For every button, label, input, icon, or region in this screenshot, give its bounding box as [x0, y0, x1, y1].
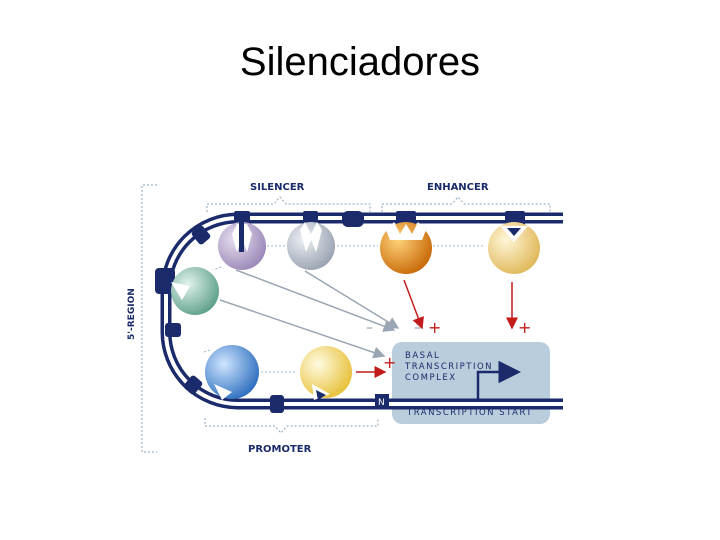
plus-sign-2: +	[518, 318, 531, 337]
promoter-protein-1	[205, 345, 259, 400]
dna-binding-sites	[155, 211, 525, 413]
enhancer-protein-2	[488, 222, 540, 274]
basal-label-line1: BASAL	[405, 351, 440, 361]
transcription-start-arrow	[476, 360, 521, 400]
corner-protein	[171, 267, 219, 315]
enhancer-bracket	[381, 196, 551, 212]
region-bracket	[141, 184, 157, 453]
plus-sign-1: +	[428, 318, 441, 337]
promoter-protein-2	[300, 346, 352, 400]
basal-label-line2: TRANSCRIPTION	[404, 362, 493, 372]
silencer-label: SILENCER	[250, 182, 305, 193]
repression-arrows	[219, 269, 400, 359]
region-label: 5'-REGION	[127, 288, 137, 340]
promoter-bracket	[204, 418, 379, 434]
transcription-start-label: TRANSCRIPTION START	[406, 408, 533, 418]
enhancer-protein-1	[380, 222, 432, 274]
basal-label-line3: COMPLEX	[405, 373, 457, 383]
silencer-protein-1	[218, 222, 266, 270]
plus-sign-3: +	[383, 353, 396, 372]
slide-title: Silenciadores	[239, 40, 481, 84]
silencer-protein-2	[287, 222, 335, 270]
minus-sign-1: –	[366, 320, 373, 336]
activation-arrows	[356, 279, 518, 378]
tata-box-label: N	[378, 398, 385, 408]
silencer-bracket	[206, 196, 371, 212]
promoter-label: PROMOTER	[248, 444, 312, 455]
minus-sign-2: –	[414, 320, 421, 336]
enhancer-label: ENHANCER	[427, 182, 489, 193]
interaction-lines	[203, 245, 485, 373]
dna-strand	[160, 212, 563, 410]
tata-box	[375, 394, 389, 408]
